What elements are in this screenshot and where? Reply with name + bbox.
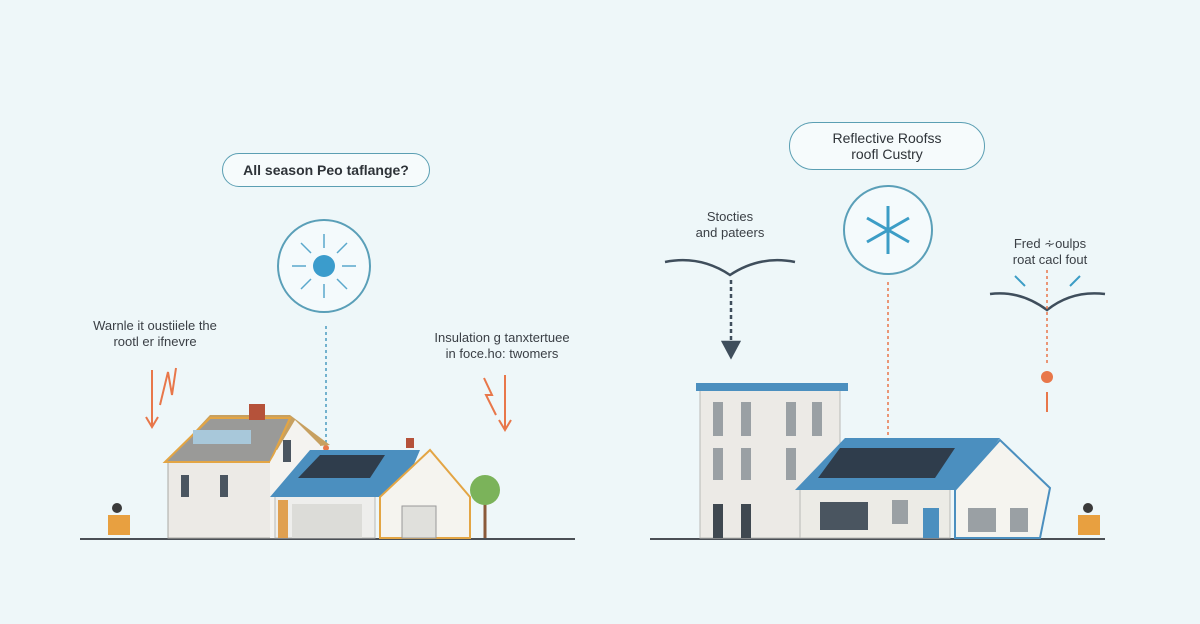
person-icon-right <box>1078 503 1100 535</box>
heat-arrow-left-icon <box>145 367 177 429</box>
left-title-pill: All season Peo taflange? <box>222 153 430 187</box>
left-warming-line-2: rootl er ifnevre <box>113 334 197 349</box>
right-left-line-1: Stocties <box>706 209 754 224</box>
wind-arrow-right-icon <box>989 270 1106 412</box>
right-right-label: Fred ∻oulps roat cacl fout <box>990 236 1110 268</box>
tree-icon <box>470 475 500 538</box>
left-title: All season Peo taflange? <box>243 162 409 178</box>
sun-icon <box>277 219 371 313</box>
right-left-label: Stocties and pateers <box>670 209 790 241</box>
heat-arrow-right-icon <box>483 375 512 432</box>
wind-arrow-left-icon <box>664 258 796 360</box>
right-title-line-1: Reflective Roofss <box>832 130 942 146</box>
right-title-pill: Reflective Roofss roofl Custry <box>789 122 985 170</box>
left-insulation-line-2: in foce.ho: twomers <box>445 346 559 361</box>
right-right-line-2: roat cacl fout <box>1012 252 1088 267</box>
right-right-line-1: Fred ∻oulps <box>1013 236 1087 251</box>
right-left-line-2: and pateers <box>695 225 765 240</box>
person-icon-left <box>108 503 130 535</box>
house-left <box>162 404 471 539</box>
snowflake-icon <box>843 185 933 275</box>
left-warming-label: Warnle it oustiiele the rootl er ifnevre <box>70 318 240 350</box>
left-insulation-label: Insulation g tanxtertuee in foce.ho: two… <box>412 330 592 362</box>
house-right <box>696 383 1052 539</box>
left-insulation-line-1: Insulation g tanxtertuee <box>434 330 570 345</box>
right-title-line-2: roofl Custry <box>851 146 923 162</box>
left-warming-line-1: Warnle it oustiiele the <box>93 318 217 333</box>
